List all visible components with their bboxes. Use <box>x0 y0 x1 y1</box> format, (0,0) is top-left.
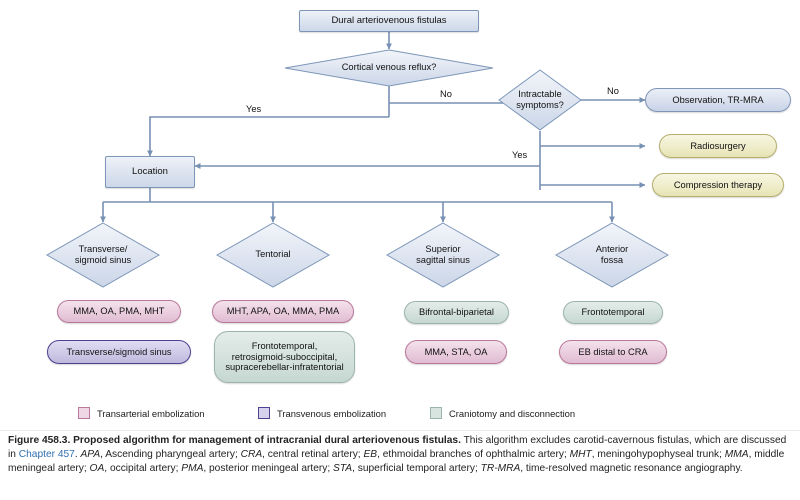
caption-abbr-4: MMA <box>724 449 749 461</box>
legend-item-craniotomy: Craniotomy and disconnection <box>430 407 575 419</box>
edge-label-symptoms-yes: Yes <box>512 150 528 160</box>
legend-swatch-pink-icon <box>78 407 90 419</box>
caption-def-2: , ethmoidal branches of ophthalmic arter… <box>377 449 570 461</box>
legend-item-transarterial: Transarterial embolization <box>78 407 205 419</box>
caption-def-6: , posterior meningeal artery; <box>203 463 334 475</box>
legend-swatch-purple-icon <box>258 407 270 419</box>
node-decision-cortical-venous-reflux[interactable]: Cortical venous reflux? <box>284 49 494 87</box>
legend-label-transarterial: Transarterial embolization <box>97 407 205 419</box>
caption-abbr-7: STA <box>333 463 353 475</box>
caption-abbr-5: OA <box>89 463 105 475</box>
node-observation-tr-mra[interactable]: Observation, TR-MRA <box>645 88 791 112</box>
caption-chapter-link[interactable]: Chapter 457 <box>18 449 75 461</box>
caption-abbr-1: CRA <box>240 449 263 461</box>
caption-def-1: , central retinal artery; <box>262 449 364 461</box>
legend-label-transvenous: Transvenous embolization <box>277 407 387 419</box>
caption-abbr-3: MHT <box>569 449 592 461</box>
node-tx-tentorial-transarterial[interactable]: MHT, APA, OA, MMA, PMA <box>212 300 354 323</box>
node-location-anterior-fossa[interactable]: Anterior fossa <box>554 222 670 288</box>
node-tx-transverse-transvenous[interactable]: Transverse/sigmoid sinus <box>47 340 191 364</box>
caption-body-1: This algorithm excludes carotid-cavernou… <box>8 435 787 461</box>
edge-label-reflux-no: No <box>440 89 452 99</box>
node-location[interactable]: Location <box>105 156 195 188</box>
node-tx-tentorial-craniotomy[interactable]: Frontotemporal, retrosigmoid-suboccipita… <box>214 331 355 383</box>
node-decision-intractable-symptoms[interactable]: Intractable symptoms? <box>498 69 582 131</box>
legend-item-transvenous: Transvenous embolization <box>258 407 386 419</box>
caption-abbr-0: APA <box>80 449 101 461</box>
node-tx-superior-craniotomy[interactable]: Bifrontal-biparietal <box>404 301 509 324</box>
caption-def-8: , time-resolved magnetic resonance angio… <box>520 463 743 475</box>
caption-divider <box>0 430 800 431</box>
figure-caption: Figure 458.3. Proposed algorithm for man… <box>8 434 794 476</box>
caption-abbr-6: PMA <box>181 463 204 475</box>
caption-def-7: , superficial temporal artery; <box>352 463 481 475</box>
caption-def-4: , middle meningeal artery; <box>8 449 785 475</box>
caption-figure-number: Figure 458.3. <box>8 435 71 446</box>
node-location-tentorial[interactable]: Tentorial <box>215 222 331 288</box>
legend: Transarterial embolization Transvenous e… <box>0 402 800 428</box>
caption-abbr-8: TR-MRA <box>480 463 521 475</box>
node-tx-anterior-transarterial[interactable]: EB distal to CRA <box>559 340 667 364</box>
node-tx-anterior-craniotomy[interactable]: Frontotemporal <box>563 301 663 324</box>
node-tx-superior-transarterial[interactable]: MMA, STA, OA <box>405 340 507 364</box>
caption-def-0: , Ascending pharyngeal artery; <box>100 449 241 461</box>
edge-label-symptoms-no: No <box>607 86 619 96</box>
node-location-transverse-sigmoid-sinus[interactable]: Transverse/ sigmoid sinus <box>45 222 161 288</box>
node-root[interactable]: Dural arteriovenous fistulas <box>299 10 479 32</box>
legend-swatch-green-icon <box>430 407 442 419</box>
caption-title: Proposed algorithm for management of int… <box>73 435 461 446</box>
edge-label-reflux-yes: Yes <box>246 104 262 114</box>
node-tx-transverse-transarterial[interactable]: MMA, OA, PMA, MHT <box>57 300 181 323</box>
caption-def-3: , meningohypophyseal trunk; <box>591 449 725 461</box>
node-compression-therapy[interactable]: Compression therapy <box>652 173 784 197</box>
node-location-superior-sagittal-sinus[interactable]: Superior sagittal sinus <box>385 222 501 288</box>
caption-body-2: . <box>74 449 81 461</box>
caption-def-5: , occipital artery; <box>104 463 182 475</box>
node-radiosurgery[interactable]: Radiosurgery <box>659 134 777 158</box>
legend-label-craniotomy: Craniotomy and disconnection <box>449 407 576 419</box>
caption-abbr-2: EB <box>363 449 378 461</box>
